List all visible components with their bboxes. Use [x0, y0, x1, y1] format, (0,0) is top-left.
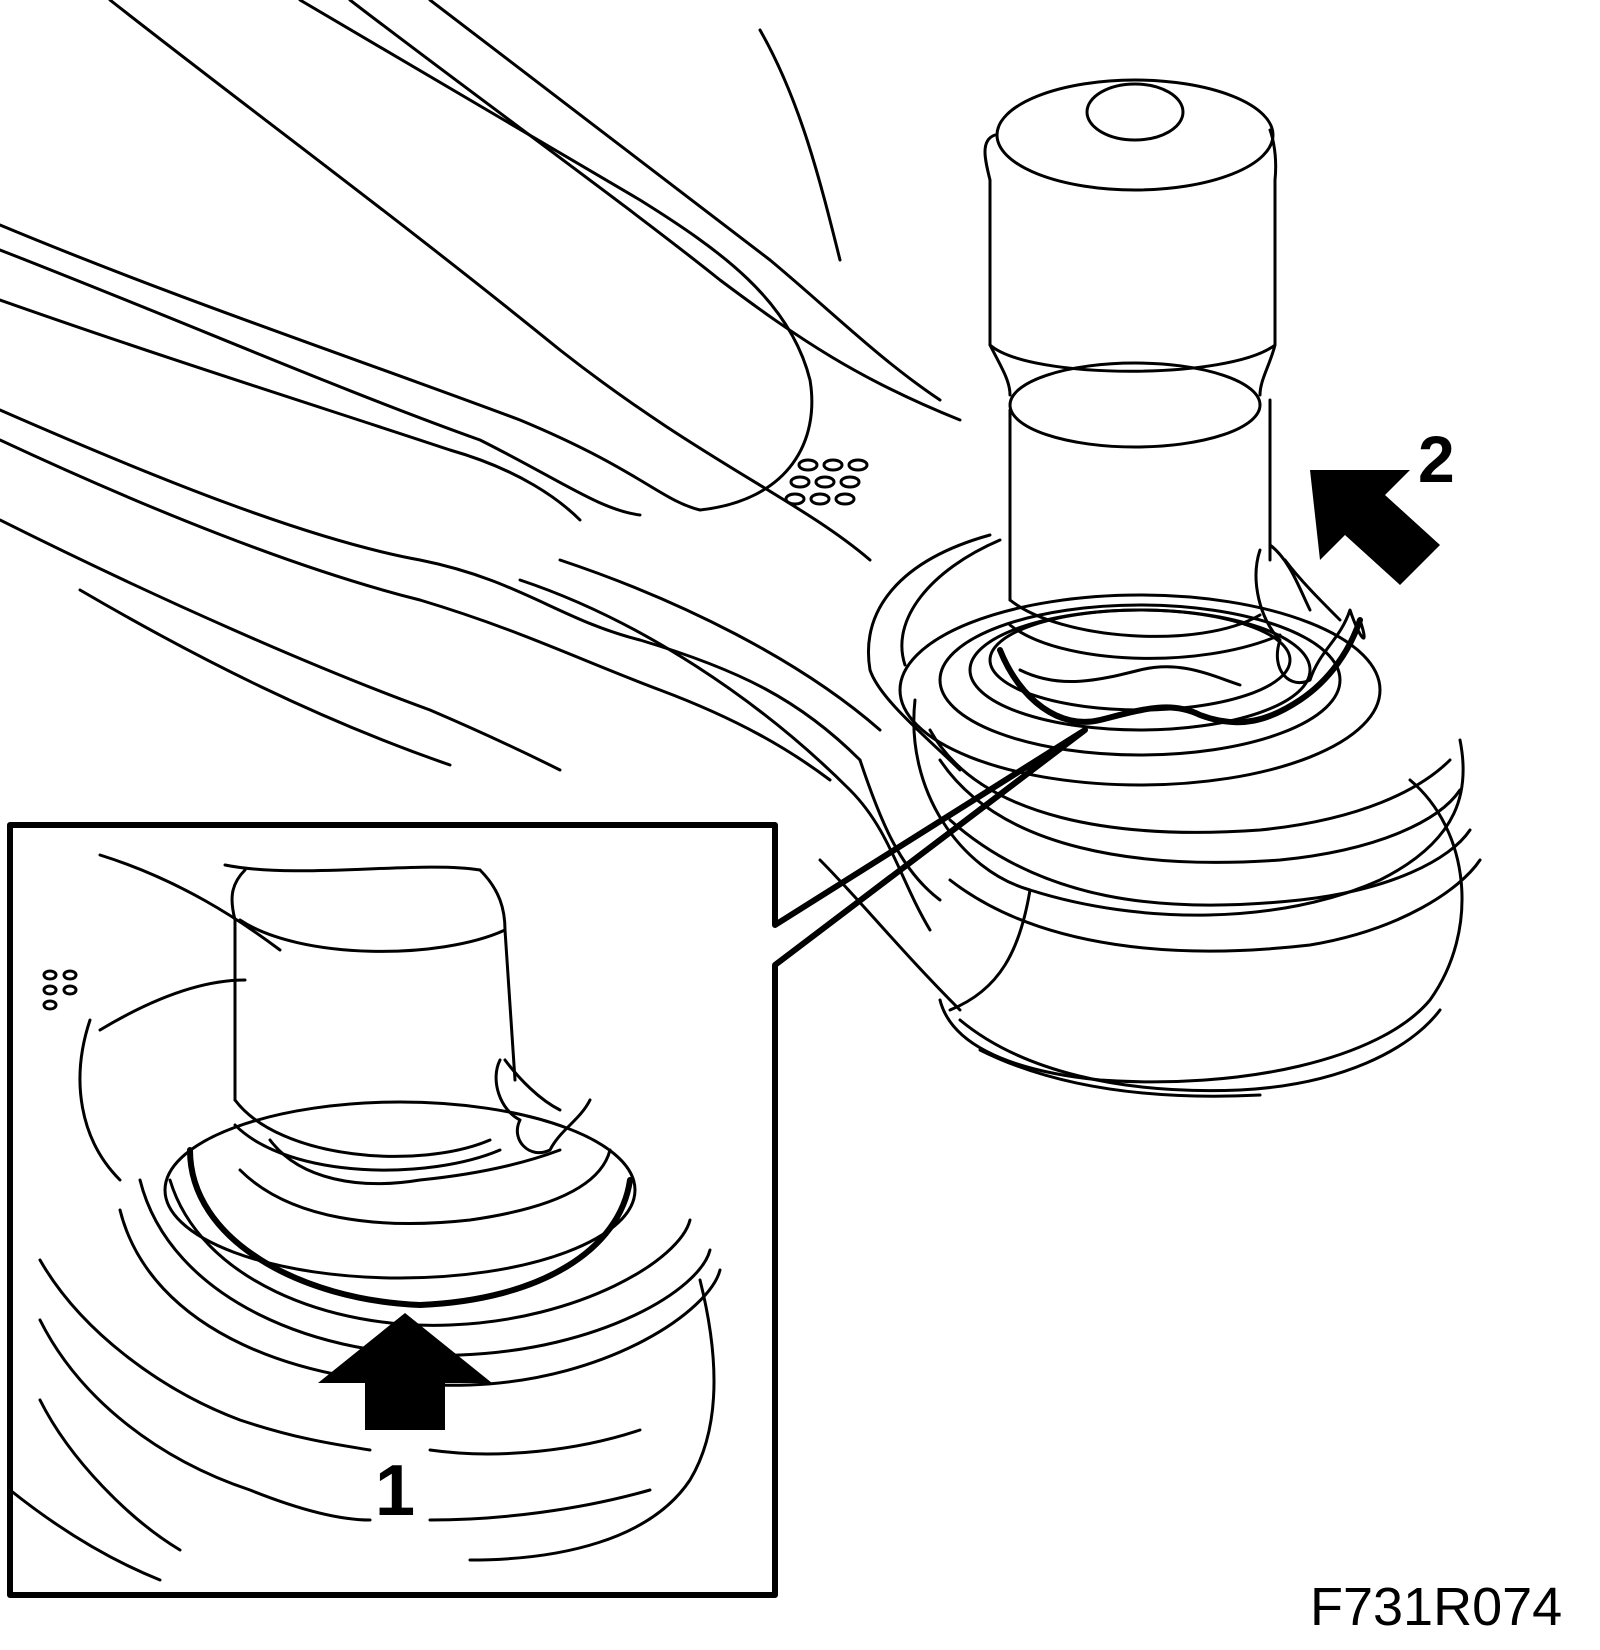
- detail-inset: [7, 727, 1088, 1598]
- callout-label-2: 2: [1418, 422, 1455, 496]
- arrow-down-left-icon: [1310, 470, 1440, 585]
- callout-label-1: 1: [375, 1451, 415, 1531]
- inset-ball-joint: [8, 853, 722, 1582]
- control-arm-outline: [0, 0, 962, 932]
- arrow-up-icon: [318, 1313, 492, 1430]
- ball-joint-stud: [983, 78, 1282, 660]
- figure-code: F731R074: [1310, 1577, 1562, 1637]
- ball-joint-boot: [818, 533, 1482, 1098]
- hole-pattern: [784, 458, 869, 506]
